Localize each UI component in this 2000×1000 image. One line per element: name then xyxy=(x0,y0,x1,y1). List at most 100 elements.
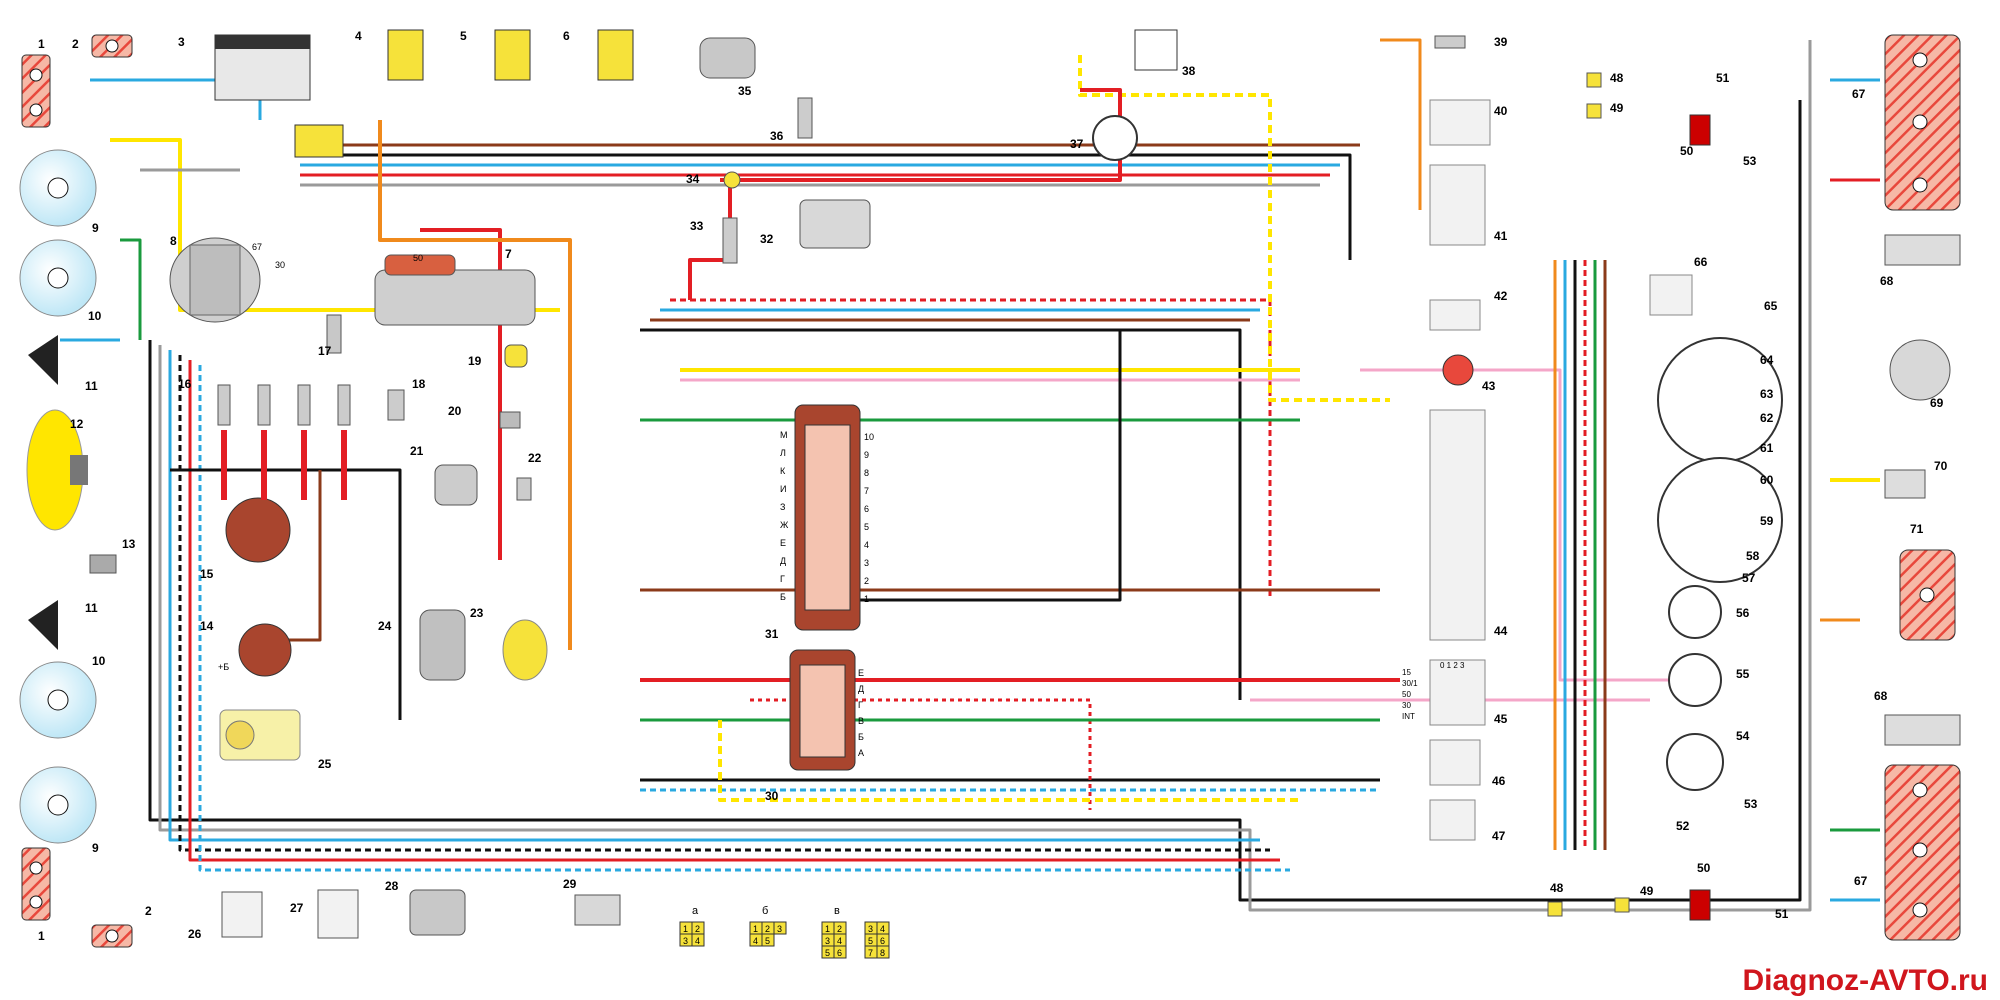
legend-letter-v: в xyxy=(834,905,840,917)
watermark: Diagnoz-AVTO.ru xyxy=(1742,964,1988,997)
component-49-label-dup: 49 xyxy=(1640,884,1654,898)
component-47-switch xyxy=(1429,799,1476,841)
component-37-clock xyxy=(1092,115,1138,161)
component-9-label: 9 xyxy=(92,221,99,235)
component-20-switch xyxy=(499,411,521,429)
legend-cell-number: 3 xyxy=(868,924,873,934)
gen-30-label: 30 xyxy=(275,260,285,270)
component-7-label: 7 xyxy=(505,247,512,261)
component-21-label: 21 xyxy=(410,444,424,458)
fusebox-30-letter: Д xyxy=(858,684,864,694)
legend-cell xyxy=(876,945,890,959)
legend-cell-number: 2 xyxy=(695,924,700,934)
component-26-relay xyxy=(221,891,263,938)
fuse-block-small xyxy=(294,124,344,158)
fusebox-31-number: 2 xyxy=(864,576,869,586)
component-66-label: 66 xyxy=(1694,255,1708,269)
component-38-label: 38 xyxy=(1182,64,1196,78)
component-9-headlamp-b xyxy=(19,766,97,844)
component-3-battery xyxy=(214,34,311,101)
component-9-headlamp xyxy=(19,149,97,227)
component-4-label: 4 xyxy=(355,29,362,43)
component-12-label: 12 xyxy=(70,417,84,431)
component-2-label: 2 xyxy=(72,37,79,51)
legend-cell-number: 4 xyxy=(880,924,885,934)
component-17-sensor xyxy=(326,314,342,354)
legend-letter-b: б xyxy=(762,905,768,917)
component-15-label: 15 xyxy=(200,567,214,581)
component-44-label: 44 xyxy=(1494,624,1508,638)
fusebox-31-number: 1 xyxy=(864,594,869,604)
component-1-left-bottom-lamp xyxy=(21,847,51,921)
component-41-label: 41 xyxy=(1494,229,1508,243)
component-62-label: 62 xyxy=(1760,411,1774,425)
component-21-oil-pressure xyxy=(434,464,478,506)
component-32-label: 32 xyxy=(760,232,774,246)
legend-cell xyxy=(761,933,775,947)
component-67-label-dup: 67 xyxy=(1854,874,1868,888)
component-40-switch xyxy=(1429,99,1491,146)
ignition-terminal: 50 xyxy=(1402,690,1411,699)
legend-cell-number: 3 xyxy=(683,936,688,946)
component-63-label: 63 xyxy=(1760,387,1774,401)
legend-cell-number: 5 xyxy=(765,936,770,946)
fusebox-30-letter: Г xyxy=(858,700,863,710)
fusebox-31-number: 4 xyxy=(864,540,869,550)
fusebox-31-letter: М xyxy=(780,430,788,440)
component-24-label: 24 xyxy=(378,619,392,633)
component-16-spark-plugs xyxy=(217,384,351,426)
fusebox-31-letter: К xyxy=(780,466,786,476)
component-31-label: 31 xyxy=(765,627,779,641)
legend-cell-number: 2 xyxy=(837,924,842,934)
component-70-label: 70 xyxy=(1934,459,1948,473)
component-51-label-dup: 51 xyxy=(1775,907,1789,921)
component-28-regulator xyxy=(409,889,466,936)
component-48-label: 48 xyxy=(1610,71,1624,85)
legend-cell xyxy=(691,933,705,947)
component-2-side-lamp xyxy=(91,34,133,58)
component-22-sensor xyxy=(516,477,532,501)
fusebox-31-letter: З xyxy=(780,502,785,512)
legend-cell-number: 7 xyxy=(868,948,873,958)
legend-cell-number: 8 xyxy=(880,948,885,958)
component-24-wiper-motor xyxy=(419,609,466,681)
component-29-wiper-relay xyxy=(574,894,621,926)
component-68-label: 68 xyxy=(1880,274,1894,288)
component-26-label: 26 xyxy=(188,927,202,941)
component-5-label: 5 xyxy=(460,29,467,43)
component-17-label: 17 xyxy=(318,344,332,358)
component-10-headlamp-b xyxy=(19,661,97,739)
component-11-label-dup: 11 xyxy=(85,601,98,615)
component-10-label: 10 xyxy=(88,309,102,323)
fusebox-31-letter: Д xyxy=(780,556,786,566)
fusebox-31-letter: Л xyxy=(780,448,786,458)
fusebox-31-letter: Е xyxy=(780,538,786,548)
fusebox-31-number: 8 xyxy=(864,468,869,478)
component-2-side-lamp-b xyxy=(91,924,133,948)
component-50-label: 50 xyxy=(1680,144,1694,158)
component-39-lamp xyxy=(1434,35,1466,49)
component-7-starter: 50 xyxy=(374,253,536,326)
component-6-label: 6 xyxy=(563,29,570,43)
component-14-label: 14 xyxy=(200,619,214,633)
legend-cell-number: 4 xyxy=(695,936,700,946)
component-35-label: 35 xyxy=(738,84,752,98)
fusebox-30-letter: Е xyxy=(858,668,864,678)
component-31-fusebox xyxy=(794,404,861,631)
component-69-label: 69 xyxy=(1930,396,1944,410)
component-36-sensor xyxy=(797,97,813,139)
component-9-label-dup: 9 xyxy=(92,841,99,855)
component-30-label: 30 xyxy=(765,789,779,803)
component-52-label: 52 xyxy=(1676,819,1690,833)
legend-cell-number: 3 xyxy=(777,924,782,934)
component-1-left-top-lamp xyxy=(21,54,51,128)
component-53-label: 53 xyxy=(1743,154,1757,168)
component-33-label: 33 xyxy=(690,219,704,233)
legend-cell-number: 1 xyxy=(683,924,688,934)
component-71-label: 71 xyxy=(1910,522,1924,536)
component-10-label-dup: 10 xyxy=(92,654,106,668)
